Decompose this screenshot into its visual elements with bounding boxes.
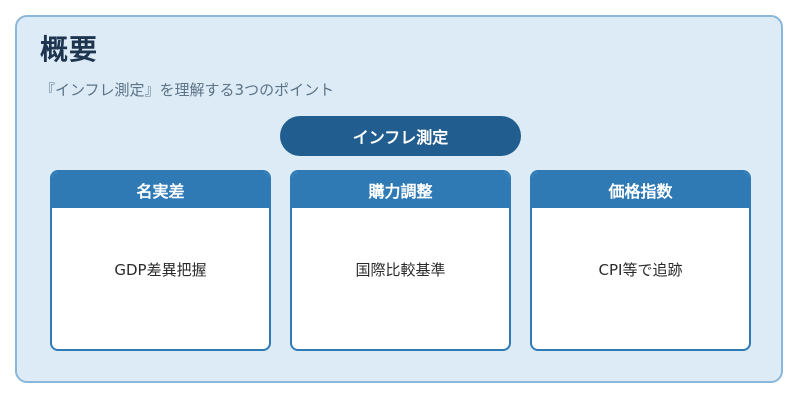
card-purchasing-power-adjustment: 購力調整 国際比較基準 — [290, 170, 511, 351]
card-body: GDP差異把握 — [114, 261, 207, 279]
card-body: 国際比較基準 — [355, 261, 446, 279]
page-title: 概要 — [40, 33, 99, 66]
card-header: 価格指数 — [532, 172, 749, 208]
card-body: CPI等で追跡 — [598, 261, 683, 279]
page-subtitle: 『インフレ測定』を理解する3つのポイント — [40, 81, 335, 99]
card-nominal-real-gap: 名実差 GDP差異把握 — [50, 170, 271, 351]
card-price-index: 価格指数 CPI等で追跡 — [530, 170, 751, 351]
center-topic-pill: インフレ測定 — [280, 116, 521, 156]
card-header: 購力調整 — [292, 172, 509, 208]
card-header: 名実差 — [52, 172, 269, 208]
